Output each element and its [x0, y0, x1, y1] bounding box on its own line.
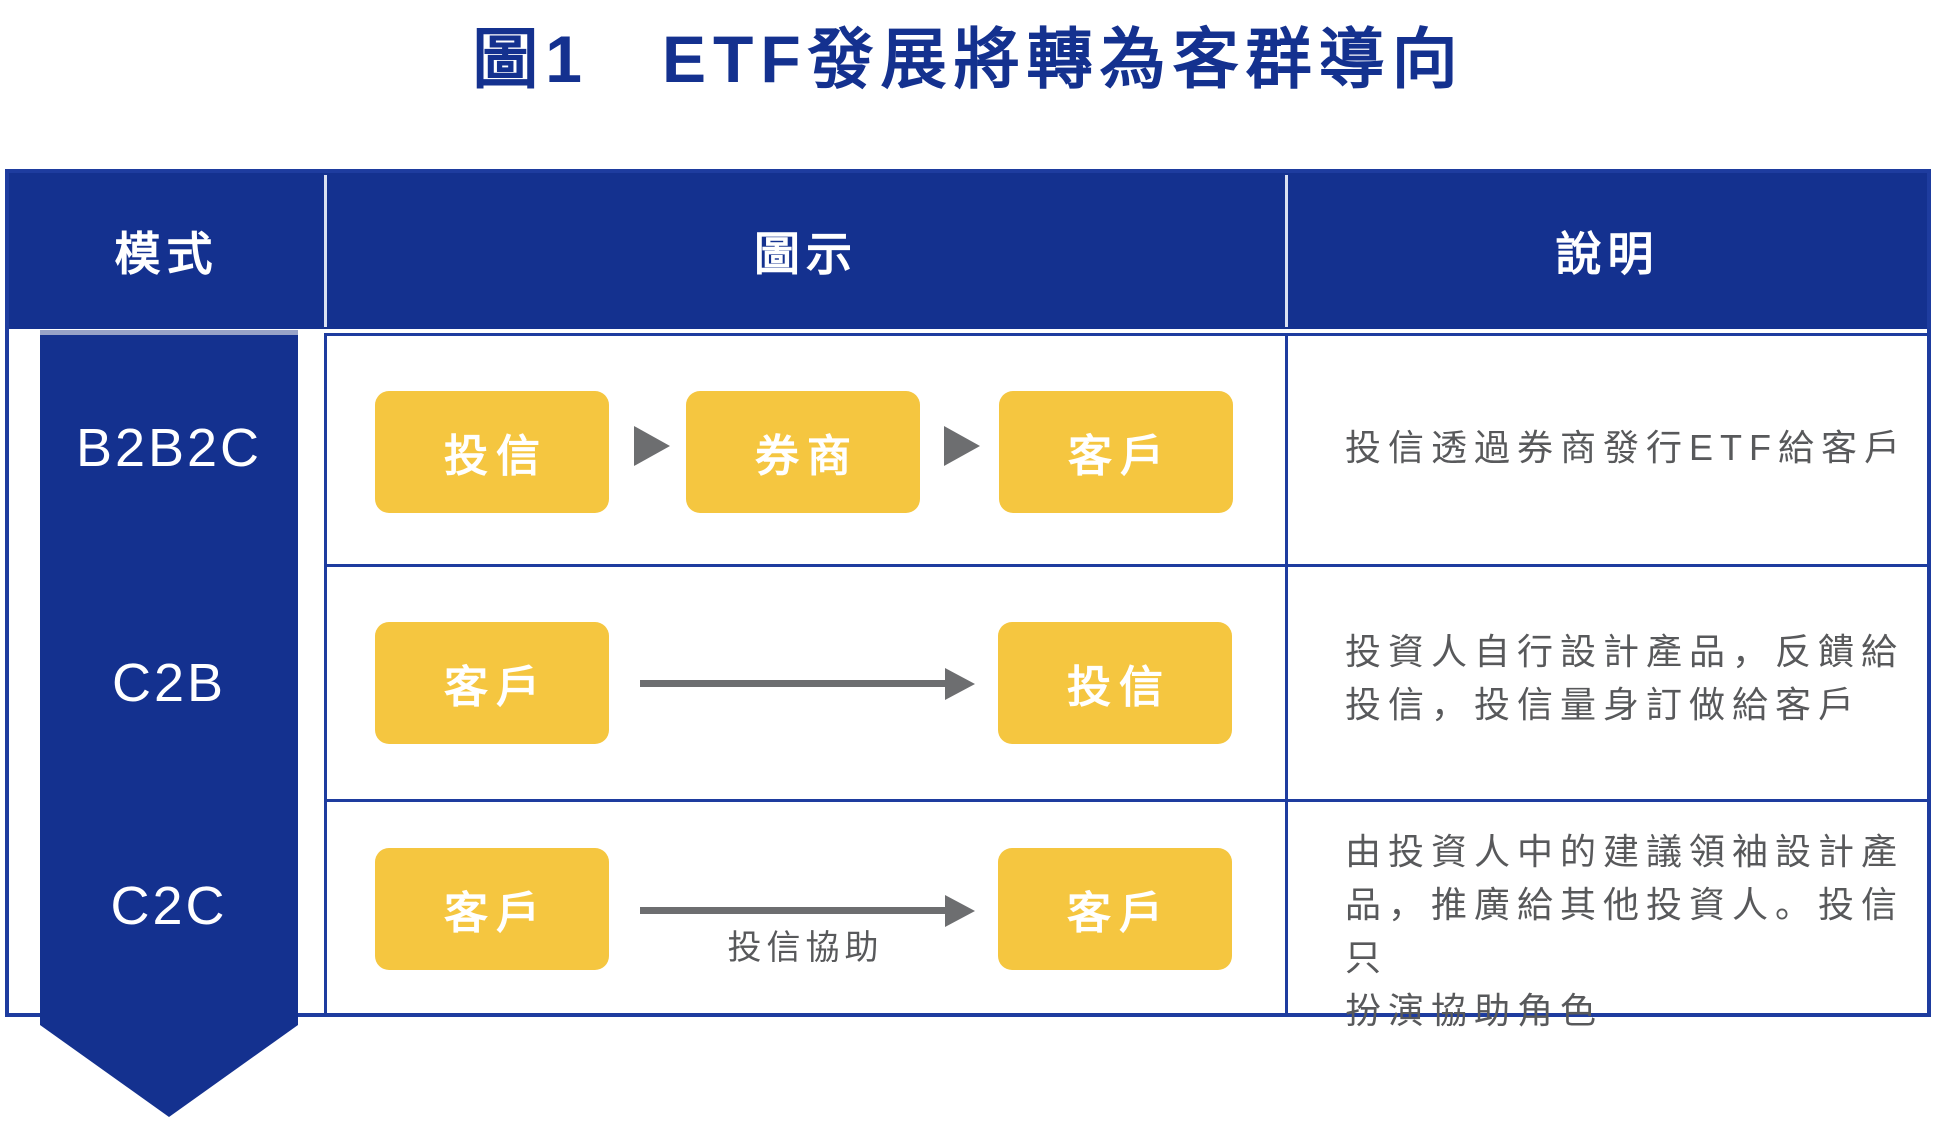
flow-node-c2c-1: 客戶	[375, 848, 609, 970]
banner-top-highlight	[40, 330, 298, 335]
page-title: 圖1 ETF發展將轉為客群導向	[472, 22, 1465, 96]
flow-node-c2b-1: 客戶	[375, 622, 609, 744]
diagram-table: 模式 圖示 說明 投信 券商 客戶 投信透過券商發行ETF給客戶 客戶 投信 投…	[5, 169, 1931, 1031]
flow-node-label: 客戶	[1068, 432, 1172, 481]
grid-line-row1	[325, 564, 1927, 567]
header-label-mode: 模式	[114, 228, 219, 280]
mode-label-c2c: C2C	[110, 876, 228, 936]
flow-node-label: 客戶	[444, 663, 548, 712]
description-line: 投資人自行設計產品，反饋給	[1345, 631, 1905, 672]
description-line: 扮演協助角色	[1345, 990, 1604, 1031]
long-arrow-shaft	[640, 680, 945, 687]
flow-node-label: 投信	[1067, 663, 1171, 712]
grid-line-under-header	[325, 333, 1927, 336]
header-cell-diagram: 圖示	[327, 173, 1285, 329]
long-arrow-head-icon	[945, 668, 975, 700]
grid-line-col2	[1285, 333, 1288, 1013]
table-header-row: 模式 圖示 說明	[9, 173, 1927, 329]
header-divider	[1285, 175, 1288, 327]
header-label-description: 說明	[1555, 228, 1660, 280]
arrow-caption: 投信協助	[727, 929, 884, 967]
header-label-diagram: 圖示	[754, 228, 858, 280]
description-line: 投信，投信量身訂做給客戶	[1345, 684, 1862, 725]
mode-ribbon-banner: B2B2C C2B C2C	[40, 330, 298, 1117]
flow-node-label: 投信	[444, 432, 548, 481]
mode-label-c2b: C2B	[111, 653, 227, 713]
description-line: 品，推廣給其他投資人。投信只	[1345, 884, 1905, 978]
header-cell-description: 說明	[1288, 173, 1927, 329]
header-divider	[324, 175, 327, 327]
description-c2c: 由投資人中的建議領袖設計產 品，推廣給其他投資人。投信只 扮演協助角色	[1345, 825, 1937, 1037]
flow-node-b2b2c-2: 券商	[686, 391, 920, 513]
flow-node-label: 客戶	[1067, 889, 1171, 938]
flow-node-label: 券商	[755, 432, 859, 481]
arrow-right-icon	[634, 426, 670, 466]
flow-node-c2c-2: 客戶	[998, 848, 1232, 970]
description-line: 由投資人中的建議領袖設計產	[1345, 831, 1905, 872]
description-line: 投信透過券商發行ETF給客戶	[1345, 427, 1907, 468]
grid-line-row2	[325, 799, 1927, 802]
mode-label-b2b2c: B2B2C	[75, 418, 263, 478]
flow-node-label: 客戶	[444, 889, 548, 938]
flow-node-c2b-2: 投信	[998, 622, 1232, 744]
description-c2b: 投資人自行設計產品，反饋給 投信，投信量身訂做給客戶	[1345, 625, 1937, 731]
grid-line-col1	[324, 333, 327, 1013]
header-cell-mode: 模式	[9, 173, 324, 329]
long-arrow-head-icon	[945, 895, 975, 927]
description-b2b2c: 投信透過券商發行ETF給客戶	[1345, 421, 1937, 474]
flow-node-b2b2c-1: 投信	[375, 391, 609, 513]
arrow-right-icon	[944, 426, 980, 466]
flow-node-b2b2c-3: 客戶	[999, 391, 1233, 513]
long-arrow-shaft	[640, 907, 945, 914]
